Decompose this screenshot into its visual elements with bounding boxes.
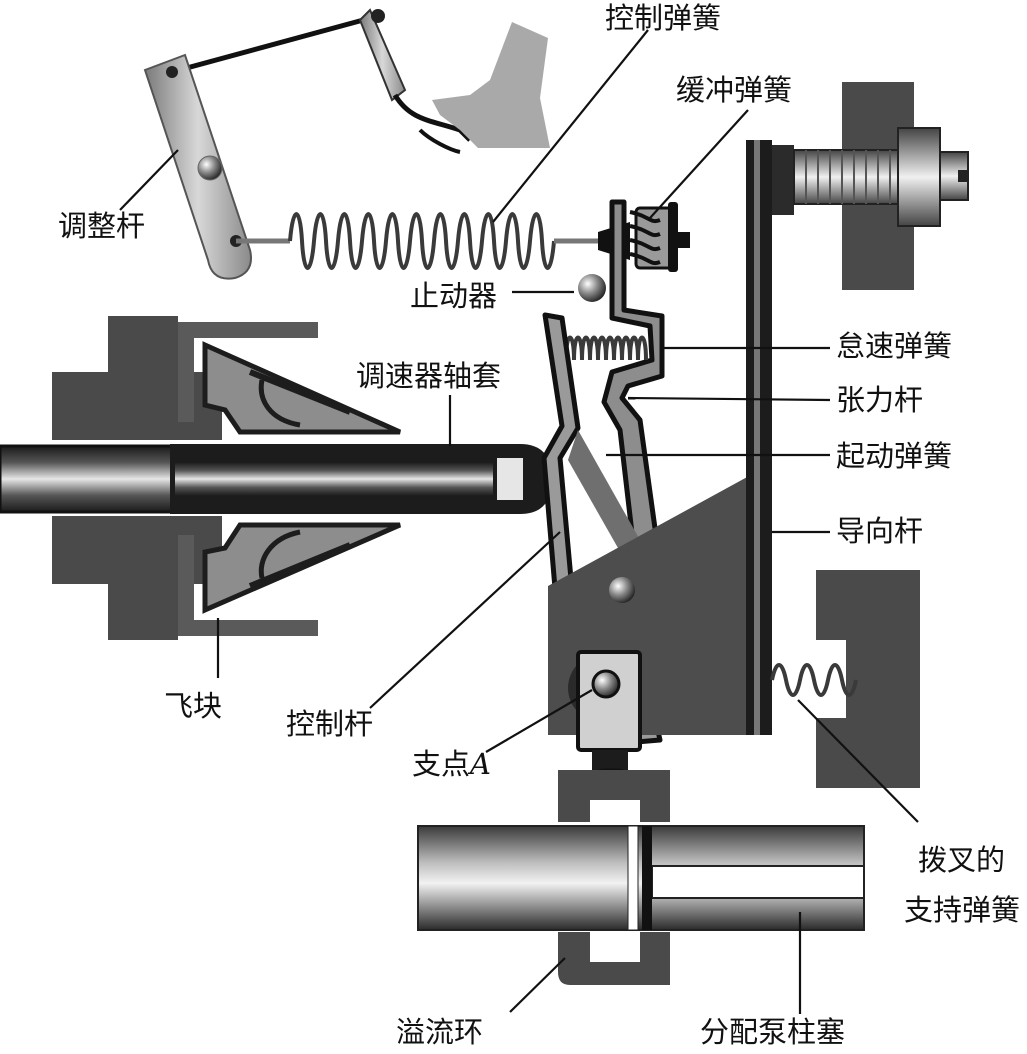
label-tension-lever: 张力杆	[836, 383, 924, 417]
label-governor-sleeve: 调速器轴套	[356, 359, 502, 393]
control-lever	[541, 312, 663, 748]
control-spring	[236, 212, 598, 270]
label-control-spring: 控制弹簧	[605, 1, 722, 35]
governor-housing	[52, 316, 318, 640]
pivot-letter: A	[470, 747, 491, 781]
adjust-lever	[143, 53, 252, 280]
governor-sleeve	[170, 444, 552, 514]
governor-shaft	[0, 444, 182, 514]
idle-spring	[564, 335, 648, 361]
flyweight-lower	[202, 522, 401, 614]
pump-plunger	[417, 825, 865, 931]
spill-ring	[558, 770, 670, 985]
label-fork-support-spring-line2: 支持弹簧	[904, 893, 1021, 927]
stopper-ball	[578, 274, 606, 302]
pivot-prefix: 支点	[412, 747, 471, 781]
label-adjust-lever: 调整杆	[58, 209, 146, 243]
adjust-bolt	[772, 82, 969, 290]
foot-icon	[432, 22, 550, 148]
pedal-linkage	[171, 8, 550, 154]
leader-lines	[119, 29, 919, 1014]
label-control-lever: 控制杆	[286, 707, 374, 741]
label-stopper: 止动器	[410, 279, 498, 313]
label-start-spring: 起动弹簧	[836, 439, 953, 473]
label-fork-support-spring-line1: 拨叉的	[918, 843, 1006, 877]
label-flyweight: 飞块	[164, 689, 223, 723]
label-pivot-a: 支点A	[412, 750, 491, 779]
guide-lever	[746, 140, 772, 735]
label-pump-plunger: 分配泵柱塞	[700, 1015, 846, 1049]
label-spill-ring: 溢流环	[396, 1015, 484, 1049]
label-guide-lever: 导向杆	[836, 514, 924, 548]
fork-support-spring	[770, 663, 858, 697]
flyweight-upper	[202, 341, 402, 435]
label-buffer-spring: 缓冲弹簧	[676, 73, 793, 107]
fork-support-block	[816, 570, 920, 788]
pivot-a	[568, 650, 642, 800]
label-idle-spring: 怠速弹簧	[836, 329, 953, 363]
